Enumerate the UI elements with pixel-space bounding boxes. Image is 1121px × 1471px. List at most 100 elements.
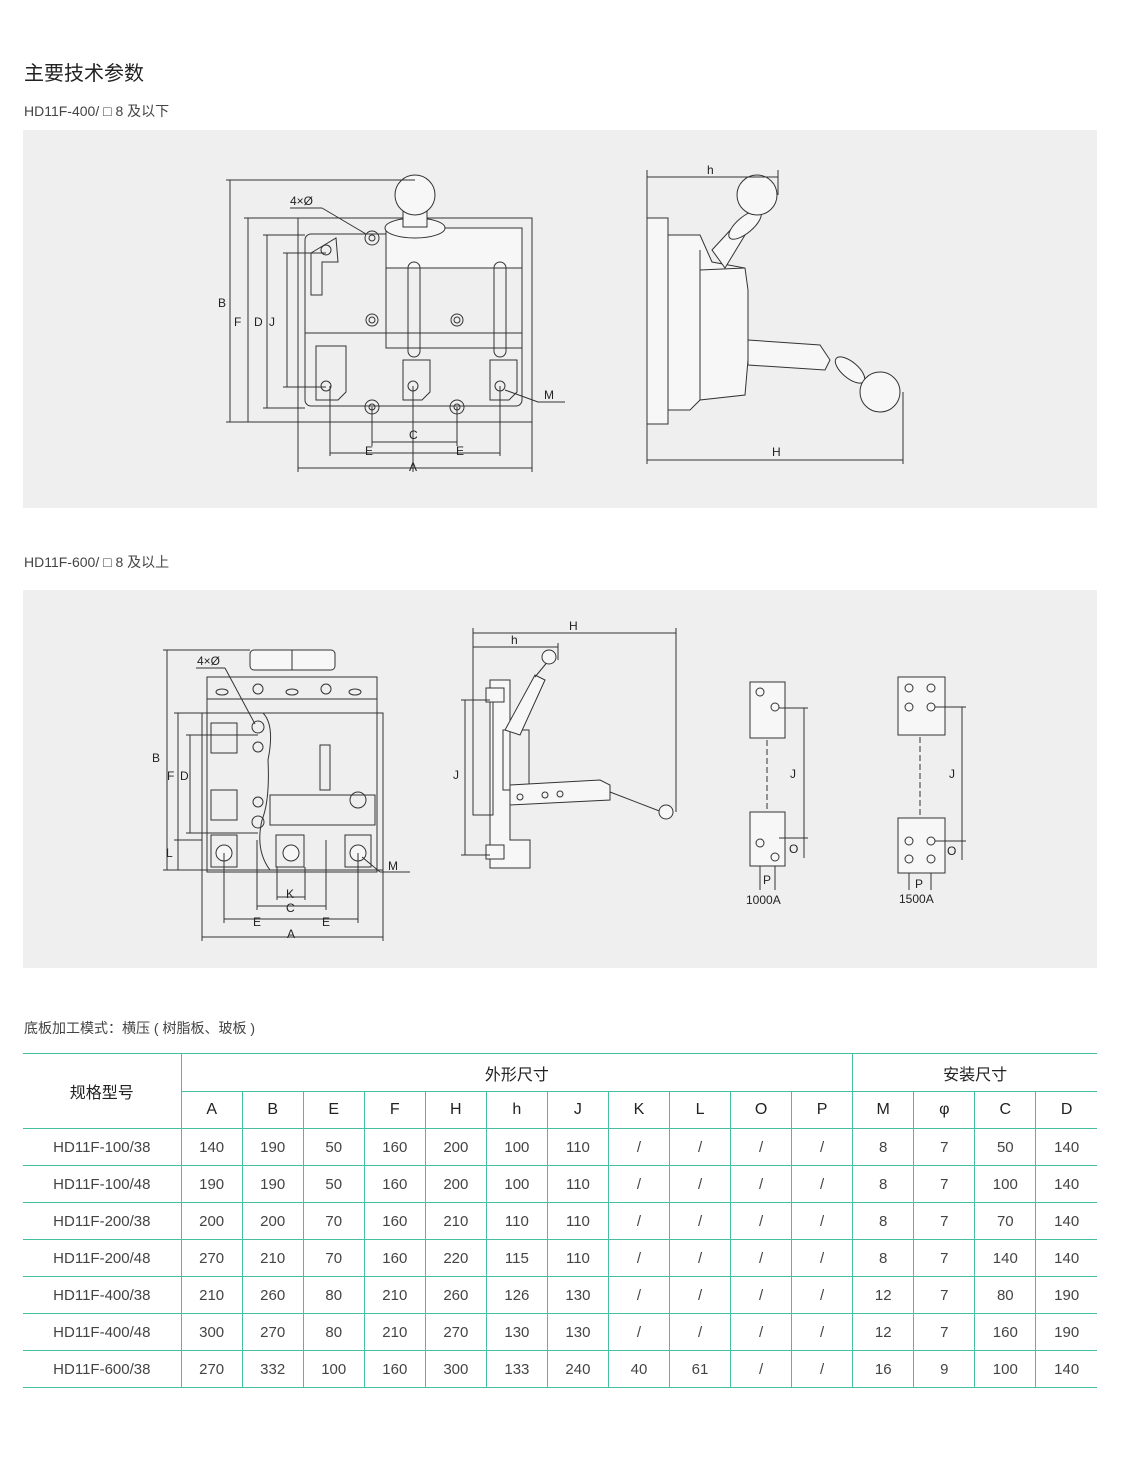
column-header: K (607, 1091, 671, 1129)
value-cell: 7 (913, 1165, 976, 1203)
value-cell: 140 (974, 1239, 1037, 1277)
value-cell: 100 (974, 1165, 1037, 1203)
value-cell: / (791, 1202, 854, 1240)
value-cell: / (730, 1128, 793, 1166)
label-P: P (915, 877, 923, 891)
label-E-left: E (365, 444, 373, 458)
value-cell: 190 (1035, 1313, 1097, 1351)
column-header: B (241, 1091, 304, 1129)
value-cell: 100 (485, 1128, 548, 1166)
value-cell: 7 (913, 1239, 976, 1277)
label-O: O (789, 842, 798, 856)
label-J: J (949, 767, 955, 781)
label-C: C (286, 901, 295, 915)
label-J: J (790, 767, 796, 781)
column-header: E (302, 1091, 365, 1129)
value-cell: 200 (241, 1202, 304, 1240)
value-cell: / (607, 1128, 671, 1166)
value-cell: 332 (241, 1350, 304, 1388)
value-cell: / (668, 1313, 732, 1351)
value-cell: 210 (363, 1276, 426, 1314)
model-cell: HD11F-200/48 (23, 1239, 182, 1277)
model-cell: HD11F-200/38 (23, 1202, 182, 1240)
value-cell: / (607, 1202, 671, 1240)
value-cell: 160 (363, 1128, 426, 1166)
value-cell: 160 (974, 1313, 1037, 1351)
handle-knob-icon (394, 174, 436, 216)
column-header: D (1035, 1091, 1097, 1129)
value-cell: 160 (363, 1202, 426, 1240)
label-E-left: E (253, 915, 261, 929)
column-header: O (730, 1091, 793, 1129)
column-header: M (852, 1091, 915, 1129)
value-cell: 8 (852, 1128, 915, 1166)
value-cell: 16 (852, 1350, 915, 1388)
value-cell: 61 (668, 1350, 732, 1388)
model-cell: HD11F-100/48 (23, 1165, 182, 1203)
value-cell: 140 (180, 1128, 243, 1166)
value-cell: 130 (546, 1313, 609, 1351)
label-J: J (269, 315, 275, 329)
label-O: O (947, 844, 956, 858)
value-cell: 160 (363, 1165, 426, 1203)
side-view-600: H h J (453, 619, 677, 869)
value-cell: 210 (363, 1313, 426, 1351)
value-cell: 110 (546, 1202, 609, 1240)
label-H: H (569, 619, 578, 633)
value-cell: / (791, 1239, 854, 1277)
value-cell: / (668, 1165, 732, 1203)
value-cell: 12 (852, 1313, 915, 1351)
label-P: P (763, 873, 771, 887)
value-cell: 270 (424, 1313, 487, 1351)
value-cell: 50 (302, 1128, 365, 1166)
value-cell: / (668, 1202, 732, 1240)
value-cell: / (607, 1239, 671, 1277)
model-cell: HD11F-400/48 (23, 1313, 182, 1351)
value-cell: / (730, 1165, 793, 1203)
value-cell: 140 (1035, 1350, 1097, 1388)
value-cell: 100 (302, 1350, 365, 1388)
value-cell: / (607, 1313, 671, 1351)
value-cell: 240 (546, 1350, 609, 1388)
front-view-600: 4×Ø B F D L M K C E E A (152, 649, 410, 941)
label-B: B (152, 751, 160, 765)
label-E-right: E (322, 915, 330, 929)
value-cell: / (730, 1202, 793, 1240)
column-header: L (668, 1091, 732, 1129)
value-cell: 130 (546, 1276, 609, 1314)
label-F: F (167, 769, 174, 783)
value-cell: 8 (852, 1202, 915, 1240)
column-header: H (424, 1091, 487, 1129)
value-cell: 80 (302, 1313, 365, 1351)
value-cell: / (607, 1165, 671, 1203)
value-cell: 70 (302, 1239, 365, 1277)
value-cell: 70 (974, 1202, 1037, 1240)
value-cell: 50 (974, 1128, 1037, 1166)
label-D: D (180, 769, 189, 783)
column-header: A (181, 1091, 243, 1129)
value-cell: / (791, 1350, 854, 1388)
diagram-panel-400: 4×Ø B F D J M C E E A (23, 130, 1097, 508)
value-cell: 133 (485, 1350, 548, 1388)
value-cell: 7 (913, 1128, 976, 1166)
model-cell: HD11F-100/38 (23, 1128, 182, 1166)
value-cell: 200 (424, 1128, 487, 1166)
column-header: φ (913, 1091, 976, 1129)
diagram-400-drawing: 4×Ø B F D J M C E E A (218, 163, 904, 474)
value-cell: 70 (302, 1202, 365, 1240)
group-outer-dimensions: 外形尺寸 (180, 1053, 854, 1092)
model-cell: HD11F-600/38 (23, 1350, 182, 1388)
value-cell: 110 (546, 1239, 609, 1277)
value-cell: 210 (180, 1276, 243, 1314)
value-cell: 50 (302, 1165, 365, 1203)
value-cell: 300 (424, 1350, 487, 1388)
value-cell: 40 (607, 1350, 671, 1388)
value-cell: 7 (913, 1313, 976, 1351)
value-cell: / (791, 1276, 854, 1314)
value-cell: 160 (363, 1350, 426, 1388)
